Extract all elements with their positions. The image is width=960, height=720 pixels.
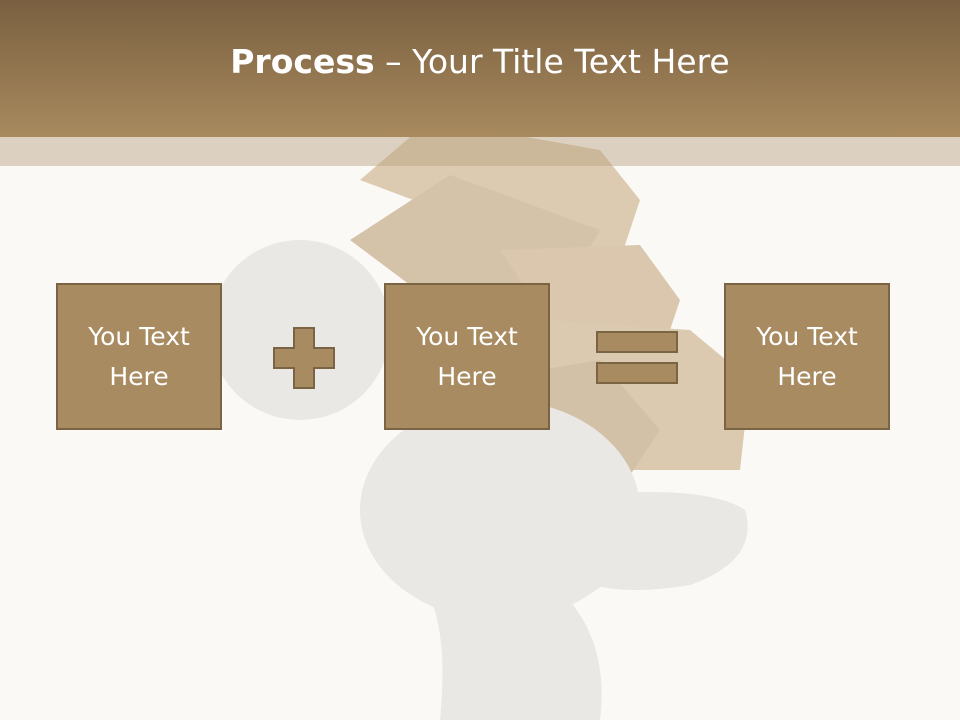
title-bar: Process – Your Title Text Here xyxy=(0,0,960,137)
text-box-1[interactable]: You Text Here xyxy=(56,283,222,430)
text-box-3-label: You Text Here xyxy=(756,321,858,391)
title-bold-word: Process xyxy=(230,42,375,81)
text-box-2-label: You Text Here xyxy=(416,321,518,391)
text-box-3[interactable]: You Text Here xyxy=(724,283,890,430)
text-box-1-label: You Text Here xyxy=(88,321,190,391)
text-box-2[interactable]: You Text Here xyxy=(384,283,550,430)
title-rest: – Your Title Text Here xyxy=(374,42,730,81)
slide-title: Process – Your Title Text Here xyxy=(230,42,729,81)
header-band xyxy=(0,137,960,166)
white-figure xyxy=(210,240,748,720)
equals-icon xyxy=(596,331,678,384)
plus-icon xyxy=(273,327,335,389)
